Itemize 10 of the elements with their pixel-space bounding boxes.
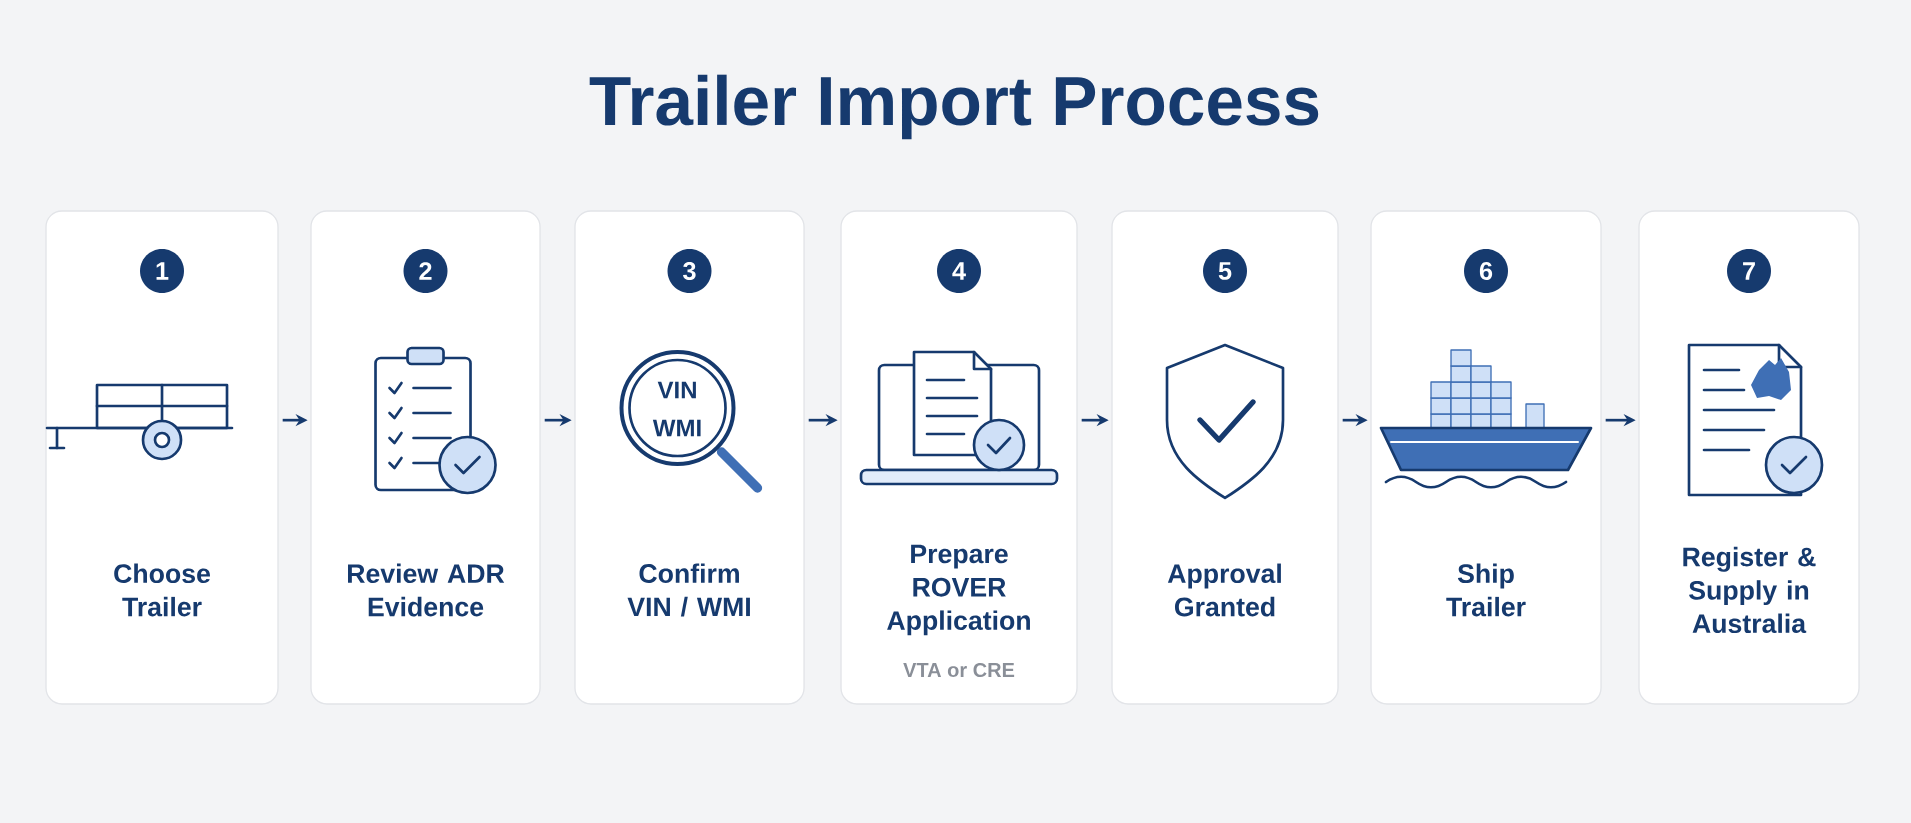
step-number: 5	[1203, 249, 1247, 293]
step-number: 2	[403, 249, 448, 293]
step-number: 1	[140, 249, 184, 293]
step-number: 7	[1727, 249, 1771, 293]
step-number: 4	[937, 249, 981, 293]
magnifier-text: VIN	[657, 381, 696, 399]
step-number: 3	[667, 249, 712, 293]
title: Trailer Import Process	[589, 74, 1319, 140]
magnifier-text: WMI	[652, 419, 701, 437]
step-number: 6	[1464, 249, 1508, 293]
